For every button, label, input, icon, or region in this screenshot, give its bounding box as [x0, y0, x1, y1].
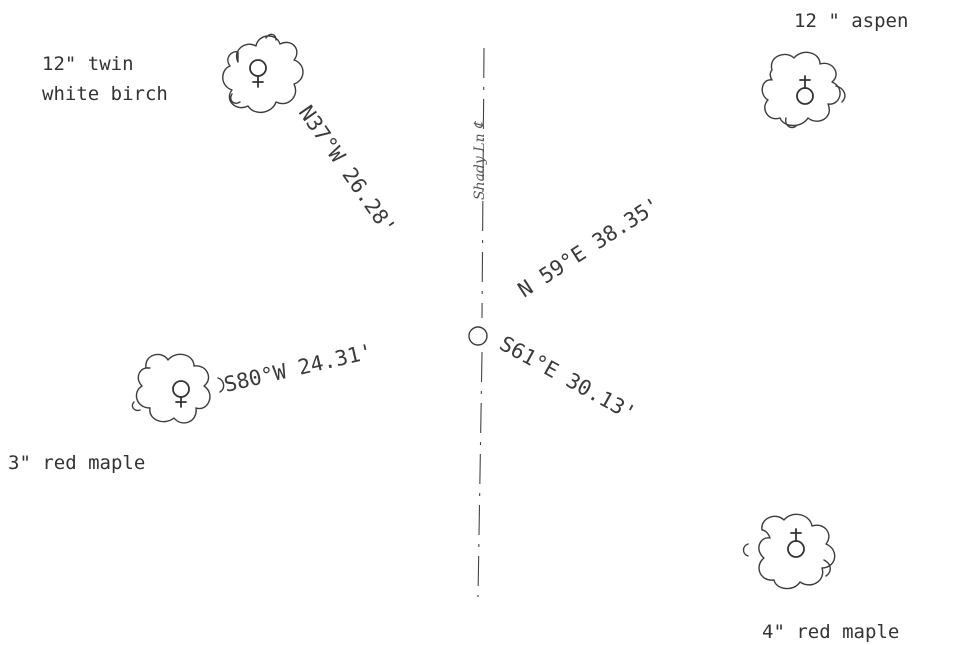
bearing-nw: N37°W 26.28' [294, 101, 401, 239]
female-symbol-icon [172, 380, 190, 408]
tree-se: 4" red maple [742, 513, 899, 643]
road-centerline [477, 47, 485, 598]
male-symbol-icon [787, 528, 805, 558]
tree-canopy [761, 51, 846, 129]
tree-canopy [131, 353, 225, 424]
bearing-sw: S80°W 24.31' [222, 339, 375, 397]
bearing-se: S61°E 30.13' [496, 331, 640, 426]
tree-canopy [742, 513, 836, 590]
bearing-ne: N 59°E 38.35' [514, 193, 665, 303]
tree-label-line-1: 4" red maple [762, 621, 899, 643]
reference-point-circle [468, 326, 488, 346]
tree-nw: 12" twin white birch [42, 33, 304, 113]
tree-sw: 3" red maple [8, 353, 225, 474]
male-symbol-icon [796, 75, 814, 105]
tree-canopy [222, 33, 304, 113]
tree-label-line-1: 12 " aspen [794, 10, 908, 32]
tree-label-line-1: 3" red maple [8, 452, 145, 474]
tree-label-line-2: white birch [42, 83, 168, 105]
female-symbol-icon [249, 59, 267, 88]
centerline-label: Shady Ln ℄ [472, 119, 488, 200]
tree-label-line-1: 12" twin [42, 53, 134, 75]
tree-ne: 12 " aspen [761, 10, 908, 129]
